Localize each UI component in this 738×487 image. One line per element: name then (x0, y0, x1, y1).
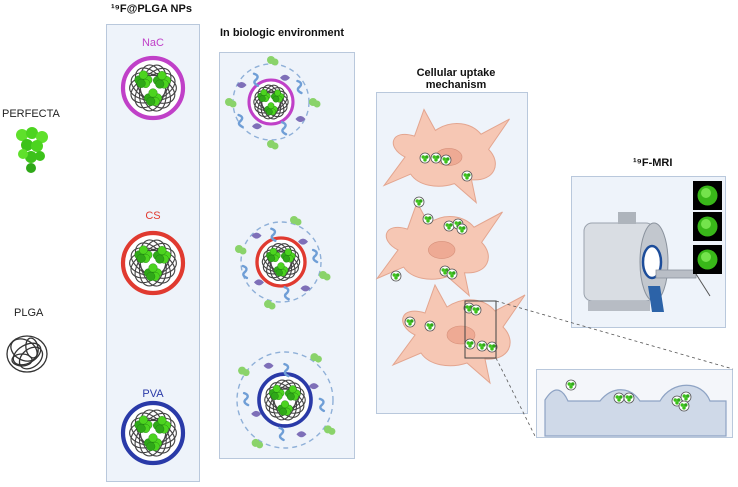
panel1-title: ¹⁹F@PLGA NPs (111, 3, 192, 15)
panel3-title: Cellular uptake mechanism (411, 67, 501, 91)
plga-label: PLGA (14, 307, 44, 319)
biologic-environment-panel (219, 52, 355, 459)
panel3-title-line1: Cellular uptake (416, 67, 496, 79)
panel4-title: ¹⁹F-MRI (633, 157, 673, 169)
cellular-uptake-panel (376, 92, 528, 414)
panel3-title-line2: mechanism (425, 79, 487, 91)
membrane-zoom-inset (536, 369, 733, 438)
panel2-title: In biologic environment (220, 27, 345, 39)
nanoparticle-panel (106, 24, 200, 482)
nac-label: NaC (141, 37, 164, 49)
perfecta-label: PERFECTA (2, 108, 60, 120)
pva-label: PVA (142, 388, 164, 400)
cs-label: CS (145, 210, 161, 222)
mri-panel (571, 176, 726, 328)
